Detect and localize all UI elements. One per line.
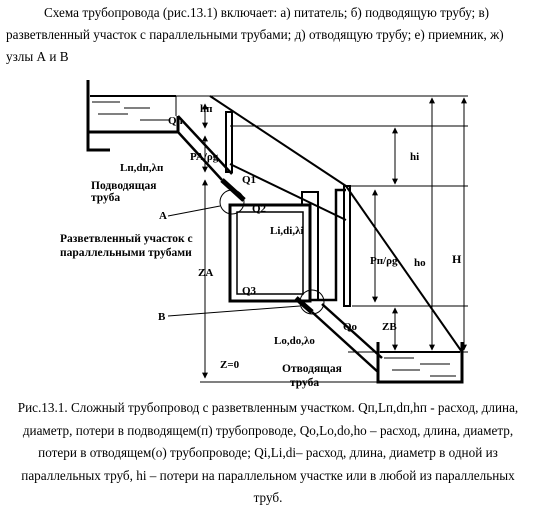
label-node-B: B [158, 311, 166, 323]
label-outlet-pipe-1: Отводящая [282, 363, 342, 375]
label-pressure-B: Pп/ρg [370, 255, 398, 267]
label-outlet-pipe-2: труба [290, 377, 319, 389]
node-B-circle [299, 289, 325, 315]
label-pressure-A: PA/ρg [190, 151, 219, 163]
intro-paragraph: Схема трубопровода (рис.13.1) включает: … [6, 5, 504, 64]
figure-caption: Рис.13.1. Сложный трубопровод с разветвл… [17, 400, 519, 505]
label-branch-1: Разветвленный участок с [60, 233, 193, 245]
label-supply-params: Lп,dп,λп [120, 162, 164, 174]
label-Z-A: ZA [198, 267, 213, 279]
label-branch-2: параллельными трубами [60, 247, 192, 259]
label-supply-pipe-1: Подводящая [91, 180, 156, 192]
branch-section [220, 178, 351, 314]
label-h-o: hо [414, 257, 426, 269]
label-Z-B: ZB [382, 321, 397, 333]
label-Z-zero: Z=0 [220, 359, 240, 371]
label-outlet-params: Lо,dо,λо [274, 335, 315, 347]
label-branch-params: Li,di,λi [270, 225, 304, 237]
supply-tank [86, 80, 180, 152]
outlet-pipe [311, 303, 383, 373]
node-A-circle [219, 189, 245, 215]
receiver-tank [376, 342, 464, 384]
label-supply-pipe-2: труба [91, 192, 120, 204]
label-h-p: hп [200, 103, 213, 115]
label-Q2: Q2 [252, 203, 267, 215]
label-Q1: Q1 [242, 174, 256, 186]
label-h-i: hi [410, 151, 419, 163]
dimension-lines [175, 95, 468, 383]
label-H: H [452, 252, 462, 266]
pressure-lines [209, 95, 463, 353]
label-node-A: A [159, 210, 167, 222]
pipeline-diagram: hп Qп PA/ρg Lп,dп,λп Подводящая труба A … [60, 80, 468, 389]
label-Q-p: Qп [168, 115, 184, 127]
label-Q3: Q3 [242, 285, 257, 297]
label-Q-o: Qо [343, 321, 358, 333]
